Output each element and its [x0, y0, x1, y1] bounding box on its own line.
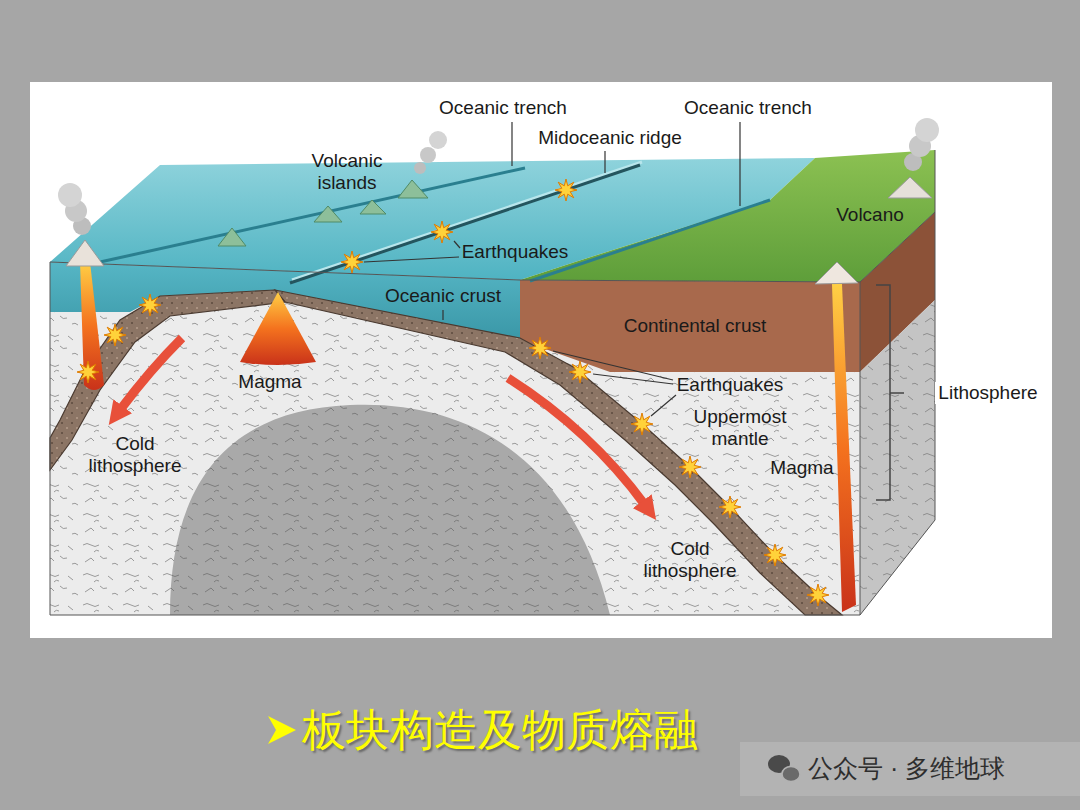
earthquake-star	[569, 361, 591, 383]
land-surface	[520, 150, 935, 282]
watermark: 公众号 · 多维地球	[808, 753, 1005, 783]
part-label: Cold lithosphere	[85, 433, 185, 477]
island-volcano	[398, 180, 428, 198]
smoke	[414, 162, 426, 174]
part-label: Continental crust	[624, 315, 767, 337]
smoke	[429, 131, 447, 149]
leader-line	[442, 310, 443, 320]
leader-line	[511, 122, 512, 166]
earthquake-star	[77, 361, 99, 383]
leader-lines	[364, 122, 740, 416]
mantle-front	[50, 262, 860, 615]
part-label: Lithosphere	[935, 382, 1040, 404]
block-edge	[50, 150, 935, 615]
earthquake-star	[719, 496, 741, 518]
earthquake-star	[341, 251, 363, 273]
island-volcano	[314, 206, 342, 222]
leader-line	[454, 241, 460, 248]
earthquake-star	[764, 544, 786, 566]
part-label: Uppermost mantle	[688, 406, 792, 450]
title-bullet	[268, 716, 296, 744]
ridge-magma	[240, 292, 316, 365]
leader-line	[364, 257, 459, 262]
earthquake-star	[555, 179, 577, 201]
part-label: Earthquakes	[677, 374, 784, 396]
earthquake-star	[529, 337, 551, 359]
wechat-icon	[782, 767, 800, 782]
volcano-cone	[815, 262, 858, 284]
volcano-cone	[888, 177, 932, 198]
part-label: Midoceanic ridge	[538, 127, 682, 149]
part-label: Volcanic islands	[305, 150, 389, 194]
continental-crust	[520, 280, 860, 372]
earthquake-star	[679, 456, 701, 478]
smoke	[420, 147, 436, 163]
block-edge	[860, 282, 861, 615]
part-label: Magma	[770, 457, 833, 479]
white-panel	[30, 82, 1052, 638]
earthquake-star	[431, 221, 453, 243]
part-label: Oceanic crust	[385, 285, 501, 307]
slide-title: 板块构造及物质熔融	[302, 703, 698, 757]
earthquake-star	[139, 294, 161, 316]
block-edge	[50, 212, 935, 282]
part-label: Oceanic trench	[439, 97, 567, 119]
volcano-cone	[66, 240, 104, 266]
deep-mantle	[170, 405, 610, 615]
oceanic-lithosphere	[275, 290, 842, 615]
part-label: Oceanic trench	[684, 97, 812, 119]
part-label: Earthquakes	[462, 241, 569, 263]
island-volcano	[218, 228, 246, 246]
trench	[100, 168, 525, 262]
trench	[530, 200, 770, 281]
leader-line	[593, 374, 673, 384]
leader-line	[739, 122, 740, 206]
magma-column	[832, 284, 856, 612]
leader-line	[604, 151, 605, 173]
lithosphere-bracket	[876, 285, 904, 500]
island-volcano	[360, 200, 386, 214]
motion-arrow	[120, 338, 182, 410]
watermark-patch	[740, 742, 1080, 796]
part-label: Magma	[238, 371, 301, 393]
part-label: Cold lithosphere	[640, 538, 740, 582]
leader-line	[651, 395, 676, 416]
leader-line	[553, 351, 673, 380]
earthquake-star	[631, 413, 653, 435]
smoke	[58, 183, 82, 207]
earthquake-star	[807, 584, 829, 606]
smoke	[915, 118, 939, 142]
motion-arrow	[508, 378, 645, 505]
earthquake-star	[104, 324, 126, 346]
part-label: Volcano	[836, 204, 904, 226]
